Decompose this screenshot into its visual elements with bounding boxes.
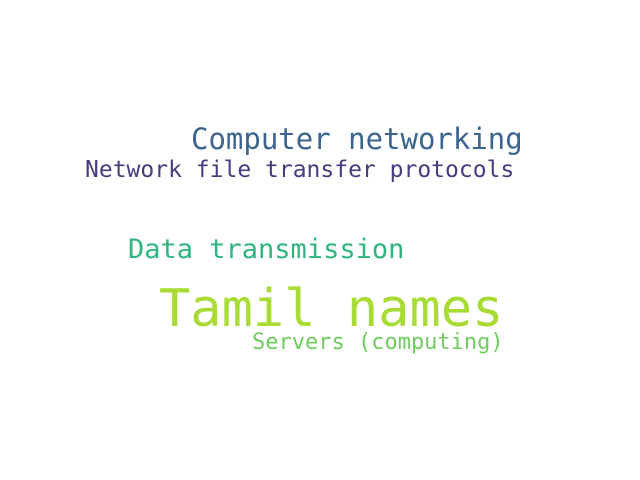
word-servers-computing: Servers (computing) (252, 330, 504, 355)
word-network-file-transfer-protocols: Network file transfer protocols (85, 157, 515, 183)
word-tamil-names: Tamil names (159, 279, 504, 339)
word-data-transmission: Data transmission (128, 234, 405, 265)
word-computer-networking: Computer networking (191, 122, 523, 156)
